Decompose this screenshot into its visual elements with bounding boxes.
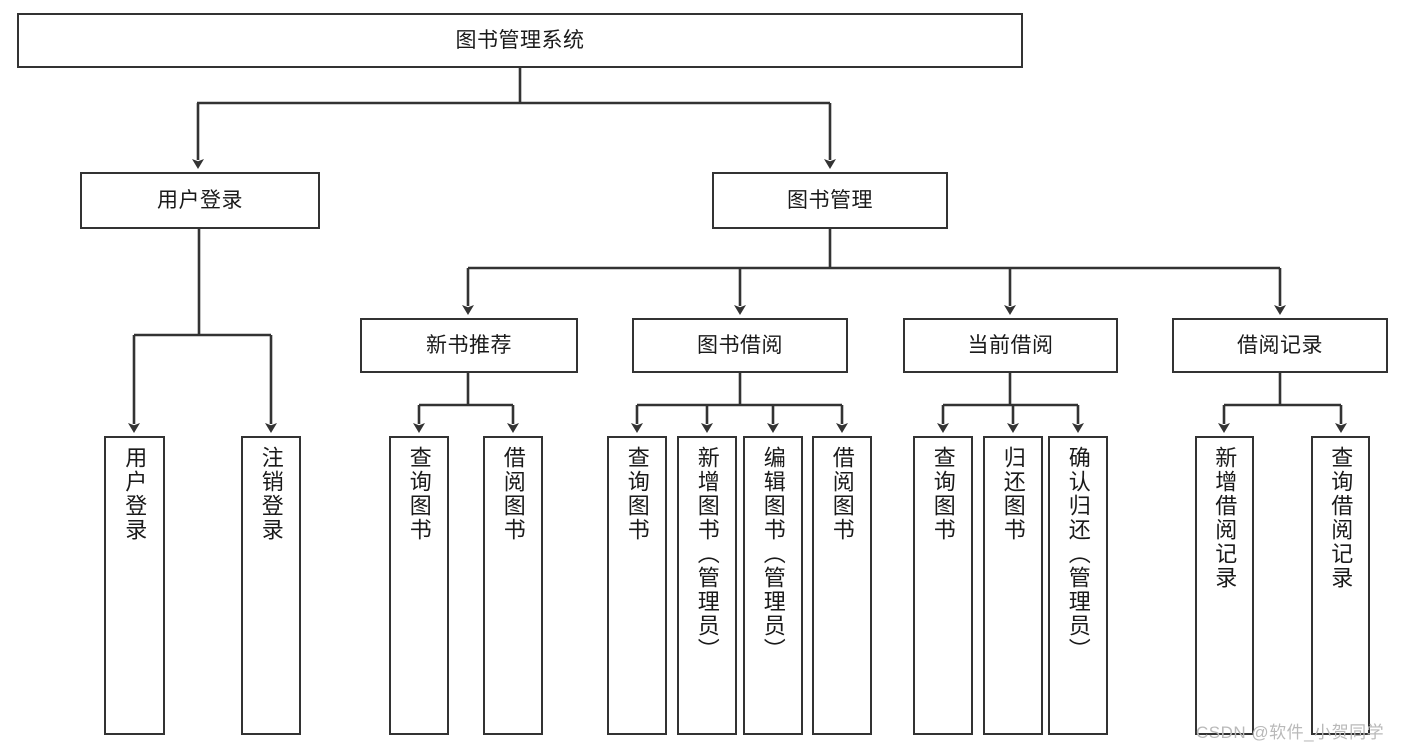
node-root[interactable]: 图书管理系统: [17, 13, 1023, 68]
node-user-login-label: 用户登录: [157, 188, 243, 212]
node-leaf-return-book[interactable]: 归还图书: [983, 436, 1043, 735]
node-leaf-user-login-label: 用户登录: [122, 446, 148, 542]
node-leaf-confirm-return-label: 确认归还（管理员）: [1065, 446, 1091, 662]
node-book-management[interactable]: 图书管理: [712, 172, 948, 229]
node-leaf-borrow-book[interactable]: 借阅图书: [812, 436, 872, 735]
node-leaf-add-record[interactable]: 新增借阅记录: [1195, 436, 1254, 735]
node-leaf-borrow-book-rec-label: 借阅图书: [500, 446, 526, 542]
node-leaf-borrow-book-label: 借阅图书: [829, 446, 855, 542]
node-leaf-query-book-rec[interactable]: 查询图书: [389, 436, 449, 735]
node-leaf-confirm-return[interactable]: 确认归还（管理员）: [1048, 436, 1108, 735]
node-borrow-records[interactable]: 借阅记录: [1172, 318, 1388, 373]
node-leaf-return-book-label: 归还图书: [1000, 446, 1026, 542]
node-book-management-label: 图书管理: [787, 188, 873, 212]
csdn-watermark-label: CSDN @软件_小贺同学: [1196, 723, 1385, 742]
node-leaf-query-book-borrow-label: 查询图书: [624, 446, 650, 542]
node-leaf-edit-book[interactable]: 编辑图书（管理员）: [743, 436, 803, 735]
node-root-label: 图书管理系统: [455, 28, 585, 52]
node-leaf-logout[interactable]: 注销登录: [241, 436, 301, 735]
node-current-borrow[interactable]: 当前借阅: [903, 318, 1118, 373]
node-borrow-records-label: 借阅记录: [1237, 333, 1323, 357]
node-leaf-add-book-label: 新增图书（管理员）: [694, 446, 720, 662]
node-new-book-recommend-label: 新书推荐: [426, 333, 512, 357]
node-leaf-query-book-current[interactable]: 查询图书: [913, 436, 973, 735]
node-leaf-query-book-current-label: 查询图书: [930, 446, 956, 542]
node-leaf-edit-book-label: 编辑图书（管理员）: [760, 446, 786, 662]
node-leaf-add-book[interactable]: 新增图书（管理员）: [677, 436, 737, 735]
node-leaf-logout-label: 注销登录: [258, 446, 284, 542]
node-leaf-add-record-label: 新增借阅记录: [1212, 446, 1238, 590]
node-current-borrow-label: 当前借阅: [967, 333, 1054, 357]
node-book-borrow-label: 图书借阅: [697, 333, 783, 357]
node-user-login[interactable]: 用户登录: [80, 172, 320, 229]
node-leaf-query-book-rec-label: 查询图书: [406, 446, 432, 542]
csdn-watermark: CSDN @软件_小贺同学: [1196, 718, 1384, 743]
node-book-borrow[interactable]: 图书借阅: [632, 318, 848, 373]
node-leaf-user-login[interactable]: 用户登录: [104, 436, 165, 735]
node-leaf-borrow-book-rec[interactable]: 借阅图书: [483, 436, 543, 735]
node-new-book-recommend[interactable]: 新书推荐: [360, 318, 578, 373]
node-leaf-query-record[interactable]: 查询借阅记录: [1311, 436, 1370, 735]
node-leaf-query-record-label: 查询借阅记录: [1328, 446, 1354, 590]
node-leaf-query-book-borrow[interactable]: 查询图书: [607, 436, 667, 735]
